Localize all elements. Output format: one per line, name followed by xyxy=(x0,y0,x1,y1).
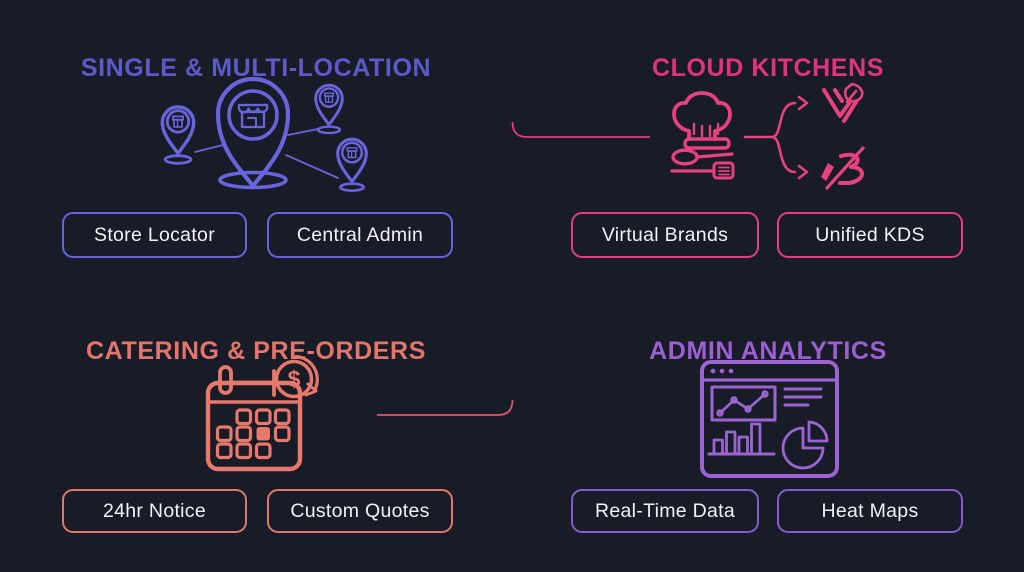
central-admin-label: Central Admin xyxy=(296,223,424,246)
real-time-data-label: Real-Time Data xyxy=(594,499,735,522)
central-admin-button[interactable]: Central Admin xyxy=(267,212,453,258)
analytics-dashboard-icon xyxy=(700,360,839,478)
selected-date-cell xyxy=(256,427,270,441)
unified-kds-label: Unified KDS xyxy=(815,223,925,246)
multi-location-map-pins-icon xyxy=(160,76,368,193)
section-title: CATERING & PRE-ORDERS xyxy=(86,336,426,365)
store-locator-label: Store Locator xyxy=(94,223,215,246)
store-locator-button[interactable]: Store Locator xyxy=(62,212,247,258)
calendar-with-payment-icon: $ xyxy=(205,355,319,472)
custom-quotes-label: Custom Quotes xyxy=(290,499,430,522)
virtual-brands-label: Virtual Brands xyxy=(601,223,729,246)
virtual-brand-logo-2 xyxy=(821,146,865,190)
section-single-multi-location: SINGLE & MULTI-LOCATION Store Loca xyxy=(0,0,512,286)
section-admin-analytics: ADMIN ANALYTICS Real-Time Data Heat Maps xyxy=(512,286,1024,572)
24hr-notice-label: 24hr Notice xyxy=(102,499,207,522)
section-title: CLOUD KITCHENS xyxy=(651,53,884,82)
virtual-brands-button[interactable]: Virtual Brands xyxy=(571,212,759,258)
real-time-data-button[interactable]: Real-Time Data xyxy=(571,489,759,533)
heat-maps-button[interactable]: Heat Maps xyxy=(777,489,963,533)
section-catering-pre-orders: CATERING & PRE-ORDERS $ 24hr Notice Cust… xyxy=(0,286,512,572)
24hr-notice-button[interactable]: 24hr Notice xyxy=(62,489,247,533)
unified-kds-button[interactable]: Unified KDS xyxy=(777,212,963,258)
virtual-brand-logo-1 xyxy=(822,82,864,123)
custom-quotes-button[interactable]: Custom Quotes xyxy=(267,489,453,533)
heat-maps-label: Heat Maps xyxy=(821,499,919,522)
section-cloud-kitchens: CLOUD KITCHENS V xyxy=(512,0,1024,286)
chef-hat-branching-to-brands-icon xyxy=(670,82,865,190)
